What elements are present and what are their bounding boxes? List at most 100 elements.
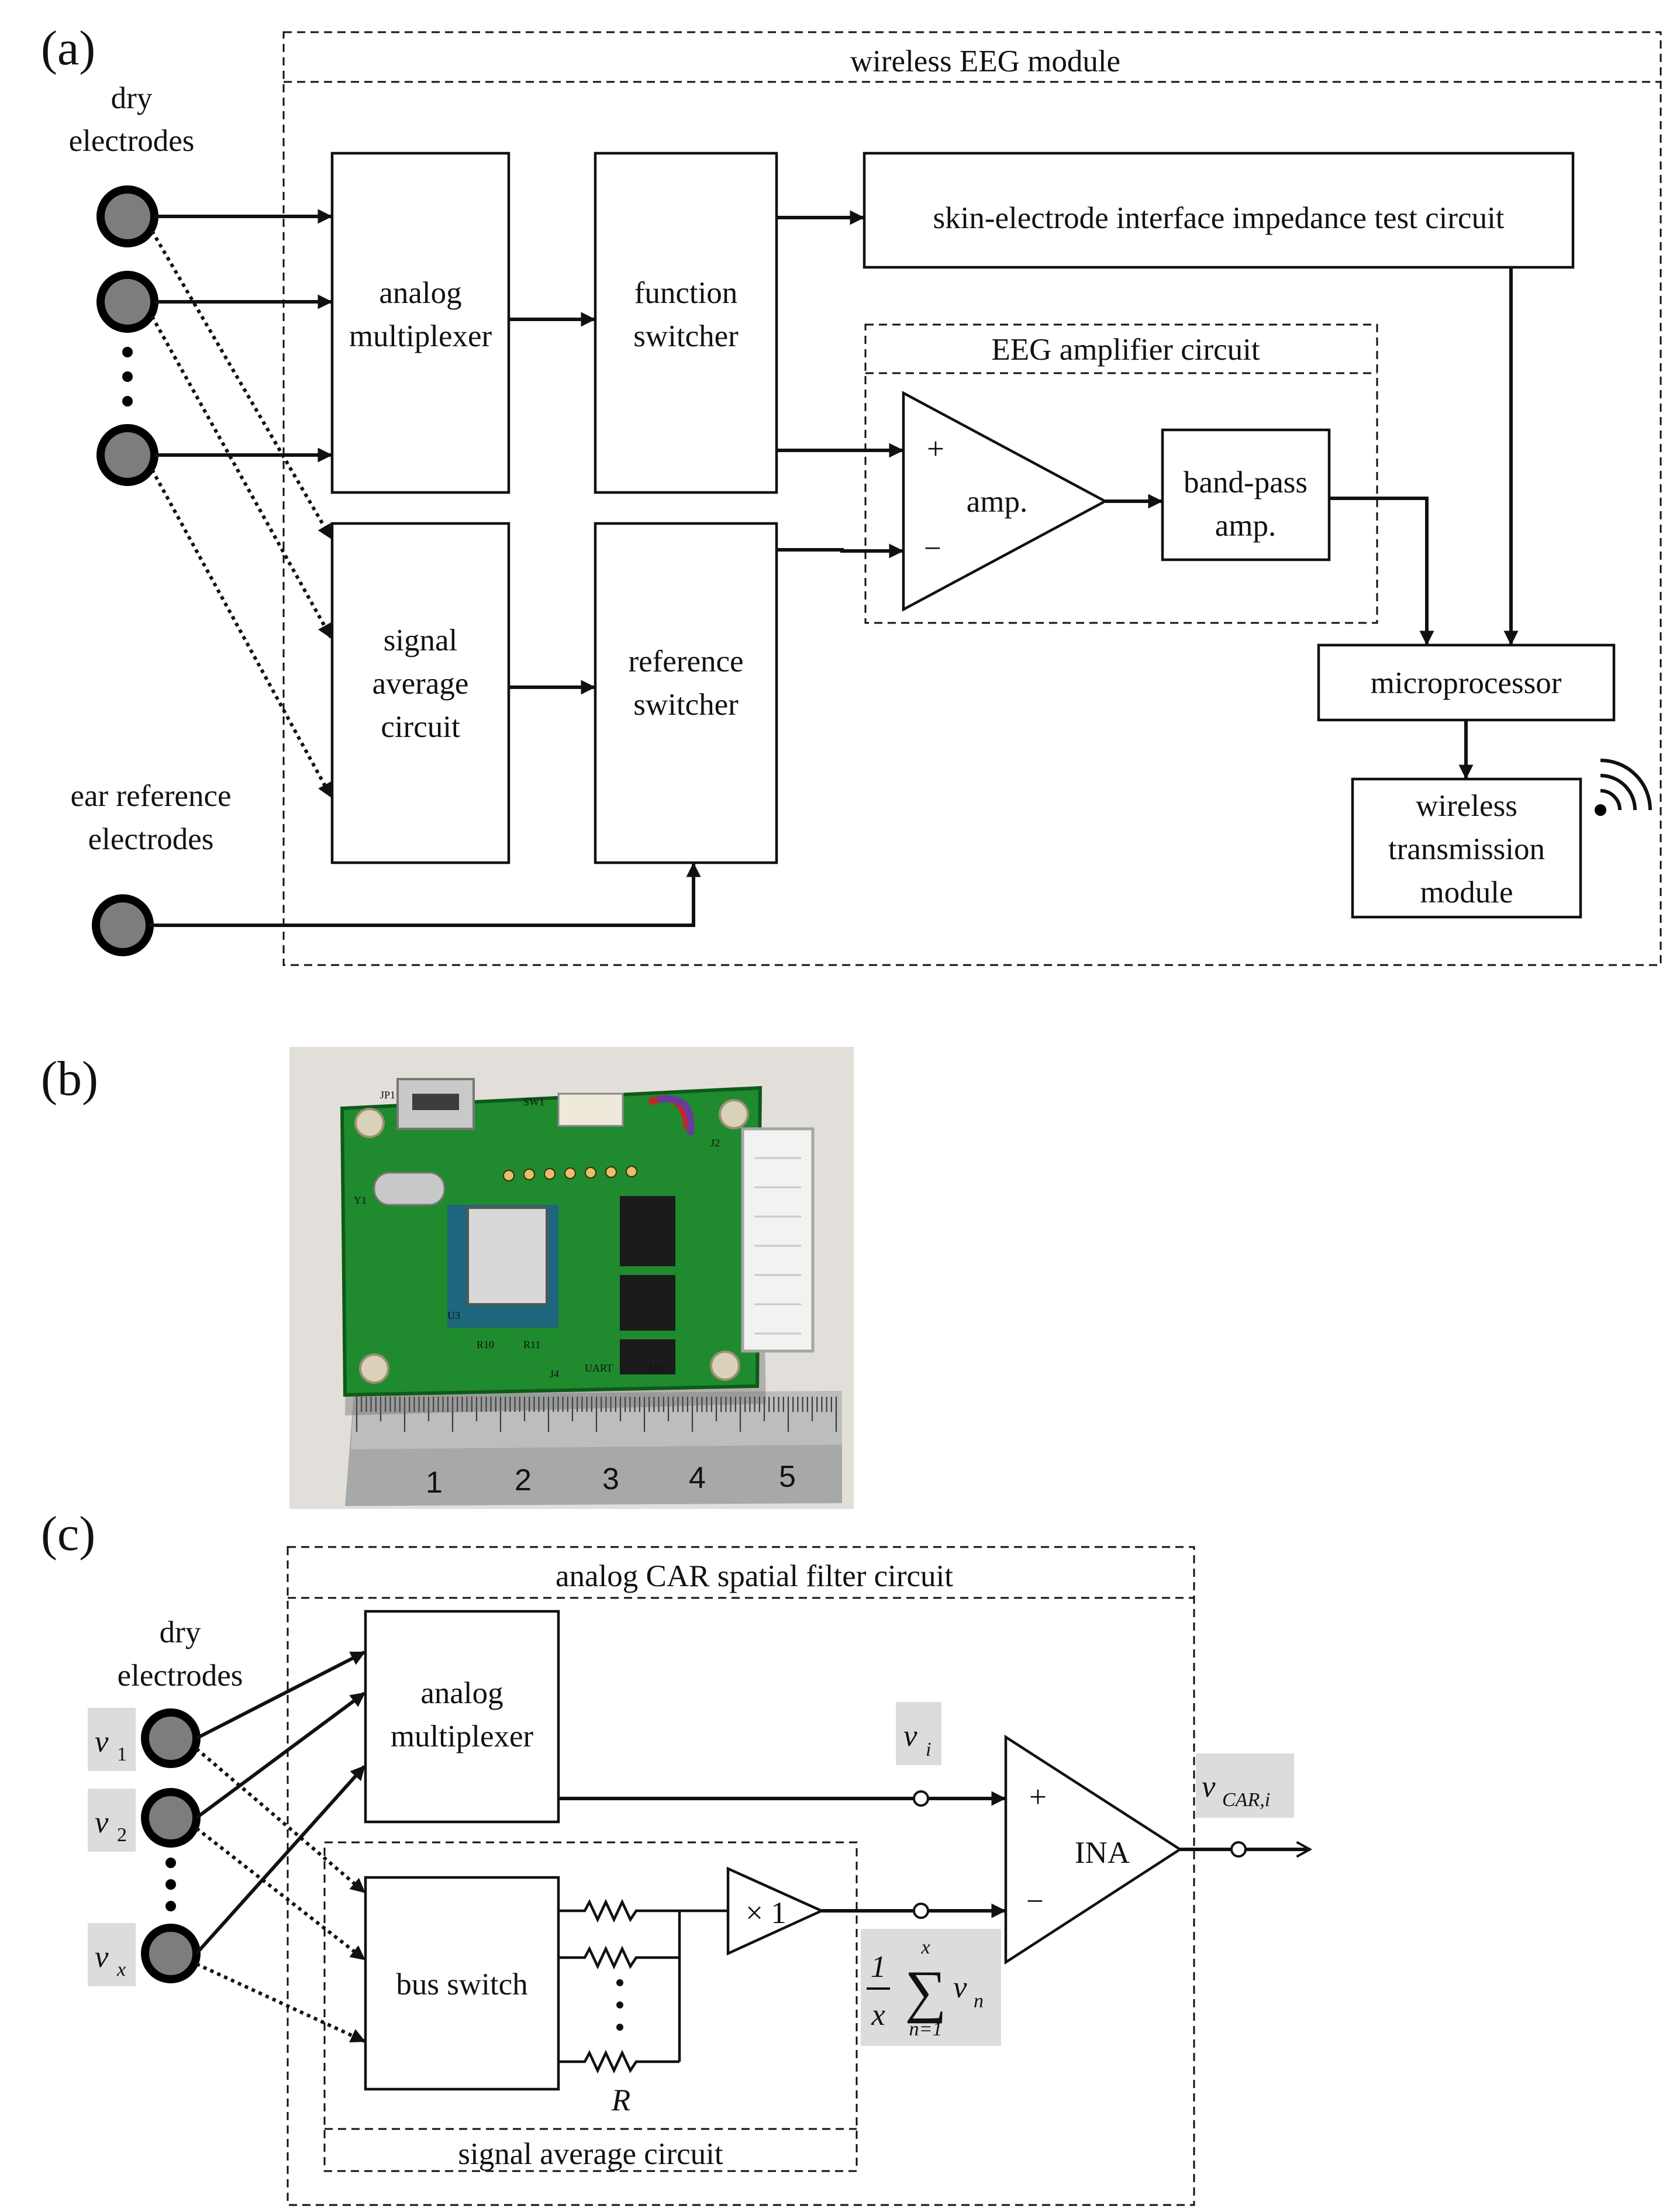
ina-minus-sign: − [1026, 1884, 1044, 1918]
dry-electrode-1 [96, 185, 158, 247]
ina-triangle [1004, 1734, 1183, 1965]
ellipsis-dot [122, 396, 133, 406]
function-switcher-label: function [634, 276, 738, 310]
wireless-label: module [1420, 876, 1513, 909]
vi-subscript: i [926, 1739, 931, 1760]
signal-average-label: signal [384, 623, 458, 657]
amp-minus-sign: − [924, 532, 941, 566]
panel-label-b: (b) [41, 1052, 98, 1106]
ruler-tick-3: 3 [602, 1462, 619, 1496]
signal-average-label: average [372, 667, 469, 701]
ellipsis-dot [165, 1858, 176, 1868]
amp-triangle [902, 391, 1108, 612]
bandpass-label: band-pass [1184, 466, 1308, 499]
resistor-network: R [558, 1899, 681, 2117]
ruler-tick-5: 5 [779, 1460, 796, 1494]
amp-label: amp. [967, 485, 1028, 519]
unity-buffer [726, 1866, 825, 1956]
v1-subscript: 1 [117, 1744, 127, 1765]
vi-label: v [903, 1719, 917, 1753]
formula-sum-upper: x [920, 1937, 930, 1958]
bluetooth-chip [467, 1207, 548, 1305]
ruler: 1 2 3 4 5 [345, 1391, 842, 1506]
wireless-label: transmission [1388, 832, 1545, 866]
panel-label-c: (c) [41, 1507, 95, 1561]
silkscreen-text: R10 [477, 1339, 494, 1350]
silkscreen-text: U6 [649, 1362, 662, 1374]
ear-reference-label-line2: electrodes [88, 822, 214, 856]
bus-switch-label: bus switch [396, 1968, 527, 2001]
panel-b: (b) 1 2 3 4 5 [41, 1047, 854, 1509]
silkscreen-text: SW1 [523, 1096, 544, 1108]
microprocessor-label: microprocessor [1371, 666, 1562, 700]
dry-electrodes-label-line1: dry [160, 1615, 201, 1649]
dry-electrodes-label-line2: electrodes [118, 1659, 243, 1693]
wireless-module-frame [282, 31, 1662, 966]
signal-average-box [330, 522, 510, 864]
bus-switch-box [364, 1876, 560, 2091]
ruler-tick-1: 1 [426, 1466, 443, 1500]
vi-node [913, 1790, 929, 1807]
dry-electrodes-label-line1: dry [111, 81, 153, 115]
ear-reference-electrode [92, 894, 154, 956]
silkscreen-text: Y1 [354, 1194, 367, 1206]
car-filter-frame [287, 1546, 1195, 2206]
ruler-tick-2: 2 [515, 1463, 532, 1497]
signal-average-title: signal average circuit [458, 2137, 723, 2171]
vx-label: v [95, 1940, 109, 1974]
wireless-module-title: wireless EEG module [850, 44, 1120, 78]
output-node [1230, 1841, 1247, 1858]
function-switcher-label: switcher [633, 319, 739, 353]
eeg-amplifier-frame [864, 323, 1378, 624]
analog-multiplexer-box [364, 1610, 560, 1824]
bandpass-label: amp. [1215, 509, 1277, 543]
formula-v: v [953, 1970, 967, 2004]
silkscreen-text: JP1 [380, 1089, 395, 1101]
dry-electrodes-label-line2: electrodes [69, 124, 195, 158]
vcar-label: v [1202, 1770, 1216, 1804]
dry-electrode-v2 [141, 1788, 201, 1848]
function-switcher-box [594, 151, 778, 494]
v2-label: v [95, 1806, 109, 1839]
amp-plus-sign: + [927, 432, 944, 466]
v2-subscript: 2 [117, 1824, 127, 1846]
ellipsis-dot [165, 1879, 176, 1890]
ellipsis-dot [122, 347, 133, 357]
buffer-label: × 1 [746, 1896, 786, 1930]
formula-denominator: x [871, 1998, 885, 2032]
car-filter-title: analog CAR spatial filter circuit [556, 1559, 953, 1593]
wireless-signal-icon [1595, 759, 1652, 816]
dry-electrode-2 [96, 271, 158, 333]
analog-multiplexer-label: multiplexer [349, 319, 492, 353]
formula-sum-symbol: ∑ [905, 1959, 946, 2024]
signal-average-label: circuit [381, 710, 460, 744]
reference-switcher-label: reference [628, 645, 743, 678]
ina-plus-sign: + [1029, 1780, 1047, 1814]
wireless-transmission-box [1351, 777, 1582, 919]
analog-multiplexer-label: multiplexer [391, 1720, 534, 1753]
analog-multiplexer-label: analog [420, 1676, 503, 1710]
formula-numerator: 1 [871, 1950, 886, 1984]
silkscreen-text: UART [585, 1362, 613, 1374]
ellipsis-dot [165, 1901, 176, 1911]
silkscreen-text: J4 [550, 1368, 559, 1380]
panel-c: (c) analog CAR spatial filter circuit dr… [41, 1507, 1313, 2206]
vx-subscript: x [116, 1959, 126, 1980]
ruler-tick-4: 4 [689, 1461, 706, 1495]
circuit-board-photo: 1 2 3 4 5 [289, 1047, 854, 1509]
silkscreen-text: J2 [710, 1137, 720, 1149]
microprocessor-box [1317, 643, 1616, 722]
reference-switcher-box [594, 522, 778, 864]
eeg-amplifier-title: EEG amplifier circuit [991, 333, 1260, 367]
panel-a: (a) wireless EEG module dry electrodes e… [41, 21, 1662, 966]
formula-sum-lower: n=1 [909, 2018, 943, 2040]
wireless-label: wireless [1416, 789, 1517, 823]
dry-electrode-vx [141, 1924, 201, 1983]
ellipsis-dot [122, 371, 133, 382]
vcar-subscript: CAR,i [1222, 1789, 1270, 1811]
side-connector [741, 1127, 815, 1353]
resistor-label: R [611, 2083, 630, 2117]
formula-v-subscript: n [974, 1990, 984, 2012]
dry-electrode-v1 [141, 1708, 201, 1768]
